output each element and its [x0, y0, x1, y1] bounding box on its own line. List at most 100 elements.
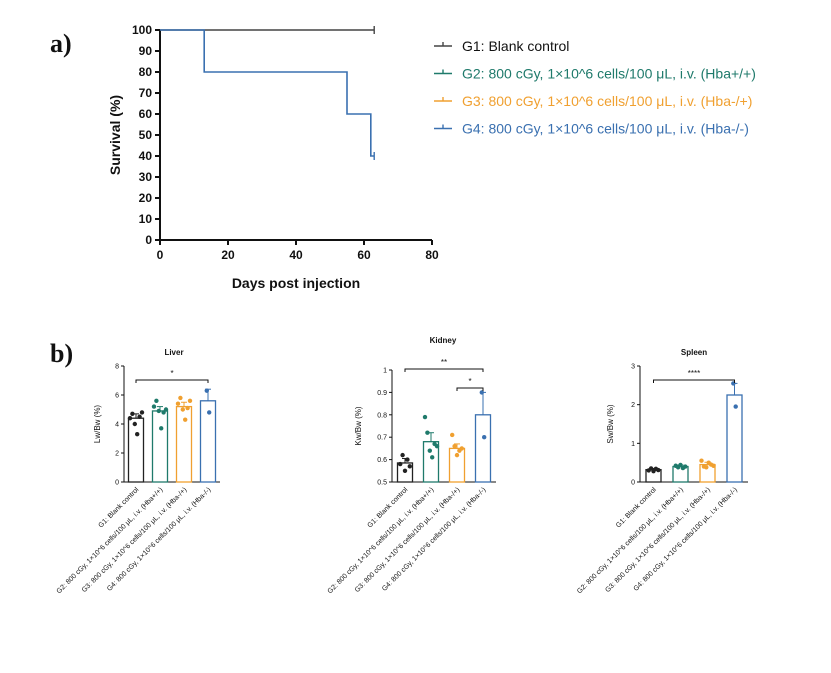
data-point [137, 414, 142, 419]
x-tick-label: 40 [289, 248, 303, 262]
data-point [204, 388, 209, 393]
legend-label: G2: 800 cGy, 1×10^6 cells/100 μL, i.v. (… [462, 66, 756, 82]
data-point [683, 464, 688, 469]
y-tick-label: 1 [383, 368, 387, 375]
y-tick-label: 0.6 [377, 457, 387, 464]
x-category-label: G1: Blank control [97, 486, 140, 529]
bar [672, 465, 689, 483]
data-point [163, 407, 169, 412]
data-point [459, 446, 464, 451]
data-point [733, 404, 738, 409]
data-point [402, 468, 408, 473]
significance-label: ** [441, 358, 447, 367]
significance-bracket [404, 368, 484, 372]
data-point [156, 408, 161, 414]
bar [474, 414, 492, 483]
data-point [139, 410, 145, 415]
data-point [161, 410, 166, 415]
data-point [405, 457, 410, 462]
data-point [454, 452, 460, 458]
data-point [135, 431, 140, 437]
bar [151, 410, 169, 483]
data-point [452, 443, 457, 449]
data-point [422, 414, 428, 420]
y-tick-label: 4 [115, 422, 119, 429]
y-axis-label: Lw/Bw (%) [93, 405, 102, 444]
chart-title: Liver [164, 348, 183, 357]
data-point [427, 448, 432, 453]
significance-bracket [135, 379, 209, 383]
data-point [180, 407, 185, 412]
significance-bracket [456, 387, 484, 391]
panel-b-label: b) [50, 339, 73, 368]
y-tick-label: 50 [139, 128, 153, 142]
y-tick-label: 0.8 [377, 412, 387, 419]
data-point [185, 405, 190, 411]
y-tick-label: 10 [139, 212, 153, 226]
data-point [175, 401, 181, 406]
data-point [450, 432, 455, 438]
chart-title: Kidney [430, 336, 457, 345]
significance-bracket [653, 379, 735, 383]
data-point [207, 410, 212, 415]
y-tick-label: 0 [115, 480, 119, 487]
data-point [183, 417, 188, 422]
panel-a-label: a) [50, 29, 72, 58]
legend-label: G3: 800 cGy, 1×10^6 cells/100 μL, i.v. (… [462, 93, 752, 109]
data-point [130, 411, 135, 417]
y-tick-label: 0.5 [377, 480, 387, 487]
y-tick-label: 2 [115, 451, 119, 458]
y-tick-label: 20 [139, 191, 153, 205]
data-point [699, 458, 704, 463]
x-category-label: G2: 800 cGy, 1×10^6 cells/100 μL, i.v. (… [327, 486, 436, 595]
y-axis-label: Survival (%) [107, 95, 123, 175]
y-tick-label: 0.7 [377, 435, 387, 442]
y-tick-label: 100 [132, 23, 152, 37]
y-tick-label: 3 [631, 364, 635, 371]
data-point [430, 455, 435, 460]
bar [127, 417, 145, 483]
y-tick-label: 0 [631, 480, 635, 487]
y-axis-label: Sw/Bw (%) [606, 404, 615, 443]
y-tick-label: 1 [631, 441, 635, 448]
x-tick-label: 80 [425, 248, 439, 262]
chart-title: Spleen [681, 348, 707, 357]
x-tick-label: 60 [357, 248, 371, 262]
significance-label: * [170, 369, 173, 378]
data-point [434, 443, 440, 449]
data-point [159, 426, 164, 431]
data-point [479, 390, 484, 395]
y-tick-label: 80 [139, 65, 153, 79]
x-tick-label: 0 [157, 248, 164, 262]
significance-label: **** [688, 369, 700, 378]
legend-label: G1: Blank control [462, 38, 569, 54]
y-tick-label: 60 [139, 107, 153, 121]
y-tick-label: 40 [139, 149, 153, 163]
y-tick-label: 0 [145, 233, 152, 247]
data-point [704, 465, 709, 470]
series-line-g4 [160, 29, 375, 157]
data-point [425, 430, 430, 435]
data-point [656, 467, 661, 473]
x-category-label: G2: 800 cGy, 1×10^6 cells/100 μL, i.v. (… [576, 486, 685, 595]
data-point [154, 398, 159, 403]
significance-label: * [468, 377, 471, 386]
y-tick-label: 8 [115, 364, 119, 371]
x-category-label: G3: 800 cGy, 1×10^6 cells/100 μL, i.v. (… [81, 486, 189, 594]
y-tick-label: 6 [115, 393, 119, 400]
data-point [398, 461, 403, 467]
data-point [151, 404, 157, 409]
legend-label: G4: 800 cGy, 1×10^6 cells/100 μL, i.v. (… [462, 121, 749, 137]
x-category-label: G3: 800 cGy, 1×10^6 cells/100 μL, i.v. (… [354, 486, 462, 594]
y-axis-label: Kw/Bw (%) [354, 406, 363, 445]
data-point [711, 463, 716, 468]
data-point [400, 452, 405, 458]
x-category-label: G3: 800 cGy, 1×10^6 cells/100 μL, i.v. (… [604, 486, 712, 594]
y-tick-label: 70 [139, 86, 153, 100]
data-point [127, 416, 133, 421]
